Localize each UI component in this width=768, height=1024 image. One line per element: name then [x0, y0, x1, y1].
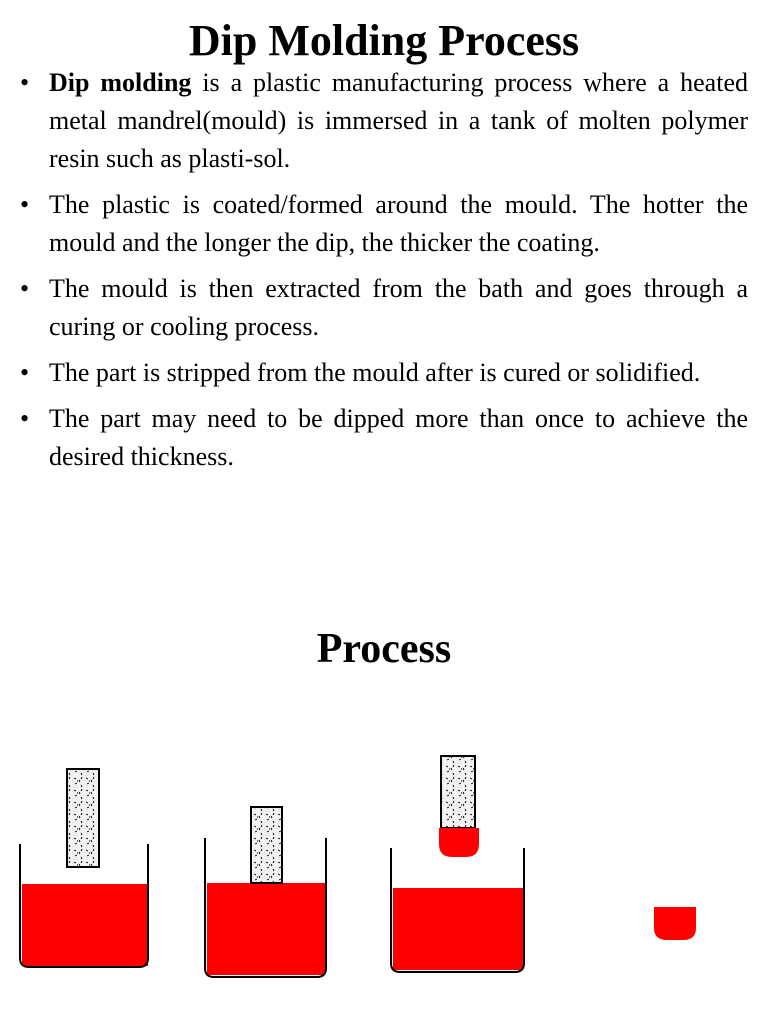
- stage-3-mould-extracted: [390, 755, 525, 973]
- bullet-text: The part may need to be dipped more than…: [49, 404, 748, 471]
- bullet-text: The mould is then extracted from the bat…: [49, 274, 748, 341]
- bullet-text: The part is stripped from the mould afte…: [49, 358, 701, 387]
- tank-outline: [204, 838, 327, 978]
- bullet-item: • The mould is then extracted from the ba…: [20, 270, 748, 346]
- resin-bath: [207, 883, 325, 975]
- bullet-dot: •: [20, 68, 30, 97]
- finished-part: [654, 907, 696, 940]
- stage-4-stripped-part: [654, 907, 696, 940]
- mould-mandrel: [250, 806, 283, 884]
- tank-outline: [390, 848, 525, 973]
- tank-outline: [19, 844, 149, 968]
- page-title: Dip Molding Process: [188, 16, 580, 65]
- resin-bath: [22, 884, 148, 966]
- bullet-list: • Dip molding is a plastic manufacturing …: [20, 64, 748, 484]
- bullet-dot: •: [20, 274, 30, 303]
- bullet-dot: •: [20, 404, 30, 433]
- process-diagram: [19, 755, 696, 978]
- bullet-item: • The plastic is coated/formed around the…: [20, 186, 748, 262]
- bullet-dot: •: [20, 358, 30, 387]
- coated-part: [439, 828, 479, 857]
- bullet-lead: Dip molding: [49, 68, 192, 97]
- section-title: Process: [316, 626, 452, 672]
- resin-bath: [393, 888, 523, 970]
- bullet-dot: •: [20, 190, 30, 219]
- bullet-text: The plastic is coated/formed around the …: [49, 190, 748, 257]
- mould-mandrel: [66, 768, 100, 868]
- stage-2-mould-immersed: [204, 806, 327, 978]
- stage-1-mould-above-tank: [19, 768, 149, 968]
- bullet-item: • The part may need to be dipped more th…: [20, 400, 748, 476]
- bullet-item: • Dip molding is a plastic manufacturing …: [20, 64, 748, 178]
- bullet-item: • The part is stripped from the mould aft…: [20, 354, 748, 392]
- bullet-text: is a plastic manufacturing process where…: [49, 68, 748, 173]
- mould-mandrel: [440, 755, 476, 829]
